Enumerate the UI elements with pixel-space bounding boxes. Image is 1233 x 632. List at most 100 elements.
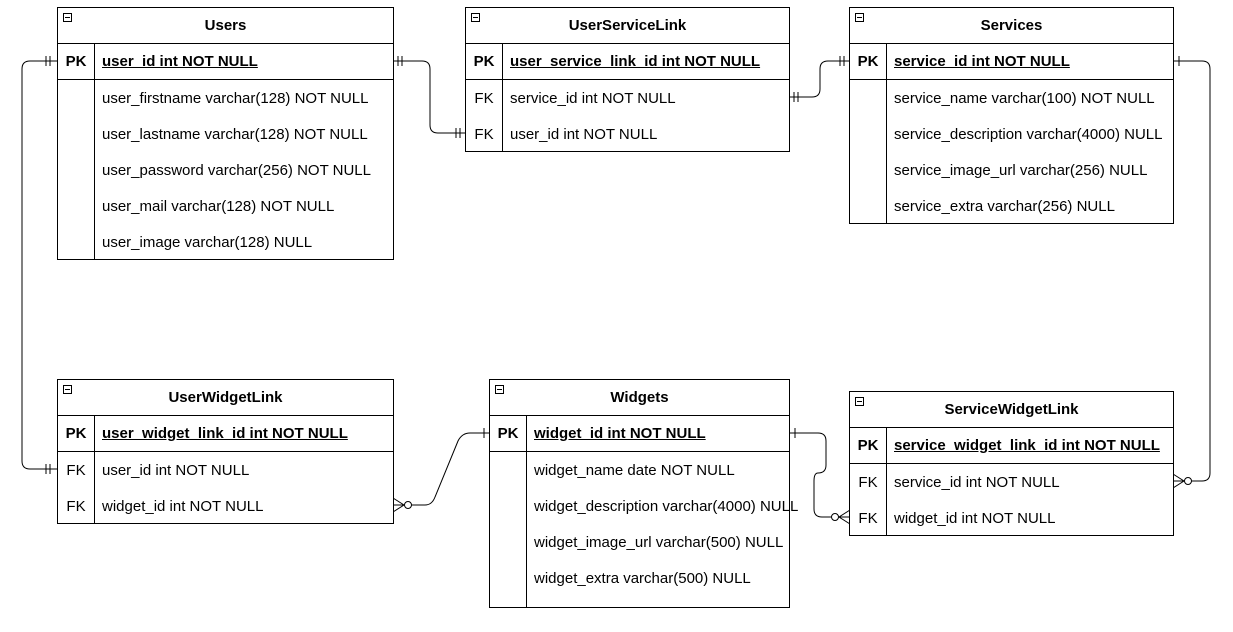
attribute-label: user_id int NOT NULL: [102, 53, 258, 70]
attribute-row[interactable]: service_extra varchar(256) NULL: [850, 188, 1173, 224]
attribute-label: service_name varchar(100) NOT NULL: [894, 89, 1155, 107]
entity-rows: PK widget_id int NOT NULL widget_name date…: [490, 416, 798, 632]
entity-title: Services: [980, 17, 1043, 34]
foreign-key-row[interactable]: FK widget_id int NOT NULL: [850, 500, 1173, 536]
attribute-row[interactable]: widget_image_url varchar(500) NULL: [490, 524, 789, 560]
attribute-label: user_password varchar(256) NOT NULL: [102, 161, 371, 179]
entity-widgets[interactable]: Widgets PK widget_id int NOT NULL widget_n…: [489, 379, 798, 608]
key-label: FK: [858, 509, 878, 527]
entity-header: UserServiceLink: [466, 8, 789, 44]
foreign-key-row[interactable]: FK user_id int NOT NULL: [58, 452, 393, 488]
relationship-connectors: [21, 56, 1211, 525]
attribute-label: service_image_url varchar(256) NULL: [894, 161, 1148, 179]
key-label: FK: [474, 89, 494, 107]
attribute-row[interactable]: user_password varchar(256) NOT NULL: [58, 152, 393, 188]
attribute-row[interactable]: [490, 596, 789, 632]
entity-title: Users: [204, 17, 247, 34]
rel-userwidgetlink-widgets: [393, 432, 490, 506]
entity-header: Services: [850, 8, 1173, 44]
entity-header: Widgets: [490, 380, 789, 416]
key-label: PK: [65, 425, 87, 442]
attribute-label: widget_id int NOT NULL: [102, 497, 264, 515]
attribute-label: user_lastname varchar(128) NOT NULL: [102, 125, 368, 143]
attribute-label: user_image varchar(128) NULL: [102, 233, 313, 251]
attribute-label: service_widget_link_id int NOT NULL: [894, 437, 1160, 454]
entity-user-widget-link[interactable]: UserWidgetLink PK user_widget_link_id int…: [57, 379, 394, 524]
key-column-divider: [886, 44, 887, 223]
entity-title: UserWidgetLink: [168, 389, 283, 406]
attribute-label: user_id int NOT NULL: [102, 461, 250, 479]
entity-header: Users: [58, 8, 393, 44]
primary-key-row[interactable]: PK service_id int NOT NULL: [850, 44, 1173, 80]
entity-rows: PK user_widget_link_id int NOT NULL FK user…: [58, 416, 393, 524]
attribute-label: widget_id int NOT NULL: [534, 425, 706, 442]
key-label: PK: [497, 425, 519, 442]
key-column-divider: [526, 416, 527, 607]
attribute-label: widget_id int NOT NULL: [894, 509, 1056, 527]
key-column-divider: [94, 416, 95, 523]
attribute-row[interactable]: user_image varchar(128) NULL: [58, 224, 393, 260]
collapse-icon[interactable]: [495, 385, 504, 394]
attribute-row[interactable]: widget_description varchar(4000) NULL: [490, 488, 798, 524]
entity-users[interactable]: Users PK user_id int NOT NULL user_firstna…: [57, 7, 394, 260]
attribute-label: service_extra varchar(256) NULL: [894, 197, 1115, 215]
attribute-row[interactable]: service_image_url varchar(256) NULL: [850, 152, 1173, 188]
key-label: FK: [66, 461, 86, 479]
rel-users-userwidgetlink: [21, 60, 58, 470]
attribute-row[interactable]: service_name varchar(100) NOT NULL: [850, 80, 1173, 116]
entity-rows: PK user_id int NOT NULL user_firstname var…: [58, 44, 393, 260]
foreign-key-row[interactable]: FK widget_id int NOT NULL: [58, 488, 393, 524]
entity-header: ServiceWidgetLink: [850, 392, 1173, 428]
attribute-label: user_id int NOT NULL: [510, 125, 658, 143]
attribute-label: widget_image_url varchar(500) NULL: [534, 533, 784, 551]
foreign-key-row[interactable]: FK service_id int NOT NULL: [466, 80, 789, 116]
key-column-divider: [94, 44, 95, 259]
rel-services-servicewidgetlink: [1173, 60, 1211, 482]
attribute-label: user_service_link_id int NOT NULL: [510, 53, 761, 70]
primary-key-row[interactable]: PK service_widget_link_id int NOT NULL: [850, 428, 1173, 464]
attribute-row[interactable]: widget_name date NOT NULL: [490, 452, 789, 488]
attribute-label: user_widget_link_id int NOT NULL: [102, 425, 348, 442]
entity-header: UserWidgetLink: [58, 380, 393, 416]
attribute-label: widget_extra varchar(500) NULL: [534, 569, 751, 587]
entity-title: ServiceWidgetLink: [944, 401, 1079, 418]
attribute-label: widget_name date NOT NULL: [534, 461, 735, 479]
attribute-row[interactable]: widget_extra varchar(500) NULL: [490, 560, 789, 596]
collapse-icon[interactable]: [63, 13, 72, 22]
attribute-label: user_firstname varchar(128) NOT NULL: [102, 89, 369, 107]
attribute-label: service_id int NOT NULL: [510, 89, 676, 107]
attribute-label: widget_description varchar(4000) NULL: [534, 497, 799, 515]
collapse-icon[interactable]: [471, 13, 480, 22]
primary-key-row[interactable]: PK user_id int NOT NULL: [58, 44, 393, 80]
key-label: FK: [66, 497, 86, 515]
attribute-row[interactable]: user_firstname varchar(128) NOT NULL: [58, 80, 393, 116]
key-label: PK: [65, 53, 87, 70]
key-label: FK: [858, 473, 878, 491]
attribute-label: service_id int NOT NULL: [894, 53, 1070, 70]
entity-service-widget-link[interactable]: ServiceWidgetLink PK service_widget_link_…: [849, 391, 1174, 536]
attribute-row[interactable]: user_lastname varchar(128) NOT NULL: [58, 116, 393, 152]
collapse-icon[interactable]: [855, 397, 864, 406]
key-label: PK: [857, 437, 879, 454]
rel-userservicelink-services: [789, 60, 850, 98]
entity-rows: PK service_id int NOT NULL service_name va…: [850, 44, 1173, 224]
collapse-icon[interactable]: [855, 13, 864, 22]
collapse-icon[interactable]: [63, 385, 72, 394]
entity-services[interactable]: Services PK service_id int NOT NULL servic…: [849, 7, 1174, 224]
rel-users-userservicelink: [393, 60, 466, 134]
attribute-row[interactable]: user_mail varchar(128) NOT NULL: [58, 188, 393, 224]
attribute-label: service_description varchar(4000) NULL: [894, 125, 1163, 143]
attribute-label: user_mail varchar(128) NOT NULL: [102, 197, 335, 215]
attribute-row[interactable]: service_description varchar(4000) NULL: [850, 116, 1173, 152]
key-column-divider: [886, 428, 887, 535]
primary-key-row[interactable]: PK widget_id int NOT NULL: [490, 416, 789, 452]
primary-key-row[interactable]: PK user_widget_link_id int NOT NULL: [58, 416, 393, 452]
key-label: PK: [857, 53, 879, 70]
entity-title: UserServiceLink: [568, 17, 687, 34]
